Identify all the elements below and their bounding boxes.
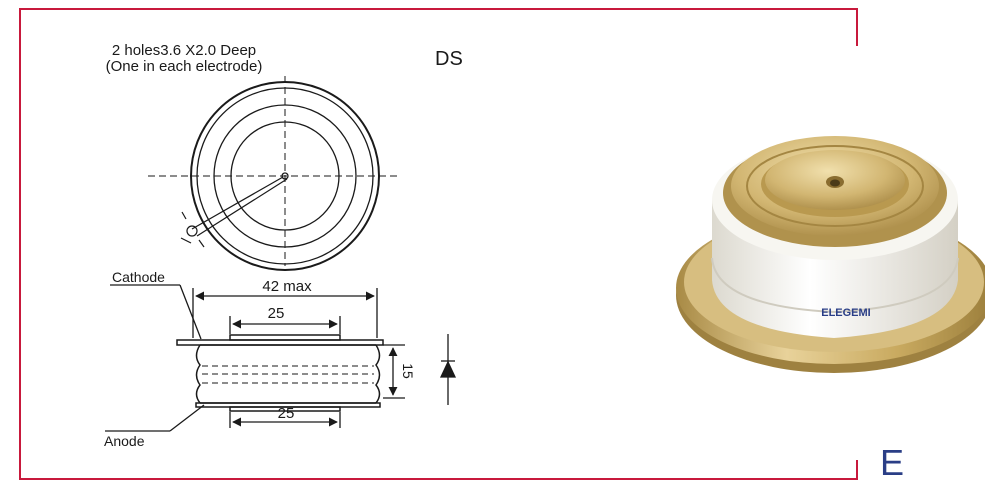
anode-label: Anode — [104, 433, 145, 449]
body-side-right — [375, 344, 381, 404]
height-dimension: 15 — [400, 363, 416, 379]
outline-frame — [19, 8, 858, 480]
dimension-lines — [105, 284, 405, 432]
top-view — [148, 76, 398, 271]
top-electrode — [229, 334, 341, 341]
thyristor-symbol — [439, 334, 457, 405]
bottom-electrode-dimension: 25 — [278, 405, 295, 422]
brand-marking: ELEGEMI — [821, 307, 871, 319]
package-code: DS — [435, 48, 463, 70]
corner-letter: E — [880, 442, 904, 482]
holes-note-line1: 2 holes3.6 X2.0 Deep — [112, 42, 256, 59]
bottom-electrode — [229, 406, 341, 412]
holes-note-line2: (One in each electrode) — [106, 58, 263, 75]
body-side-left — [195, 344, 201, 404]
overall-width-label: 42 max — [262, 278, 312, 295]
gate-tab — [180, 176, 288, 248]
top-electrode-dimension: 25 — [268, 305, 285, 322]
side-view — [176, 334, 384, 412]
product-photo: ELEGEMI — [676, 136, 985, 373]
cathode-label: Cathode — [112, 269, 165, 285]
